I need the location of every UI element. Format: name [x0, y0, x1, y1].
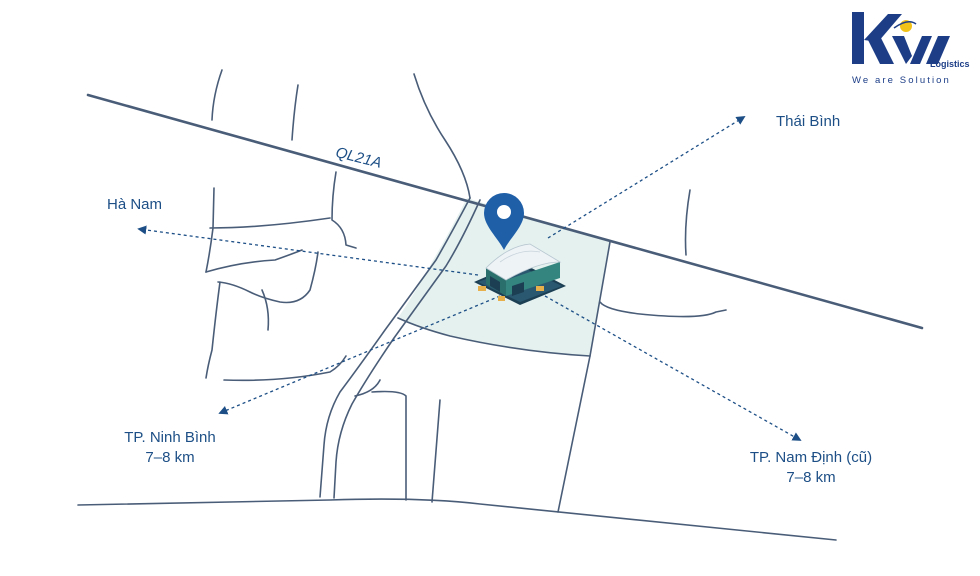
side-road-right — [333, 199, 481, 499]
bottom-road — [77, 498, 837, 541]
nam-dinh-name: TP. Nam Định (cũ) — [749, 449, 873, 466]
west-road-b — [205, 187, 215, 273]
logo-tagline: We are Solution — [852, 75, 951, 86]
ninh-binh-label: TP. Ninh Bình 7–8 km — [108, 428, 232, 468]
arrow-to-thai-binh — [547, 116, 746, 239]
west-road-d — [205, 249, 303, 273]
west-road-e — [217, 251, 319, 304]
side-road-left — [319, 197, 471, 498]
west-road-f — [205, 281, 221, 379]
north-road-curve — [413, 73, 471, 199]
warehouse-icon — [474, 243, 566, 305]
ninh-binh-distance: 7–8 km — [145, 449, 195, 466]
north-road-2 — [291, 84, 299, 141]
nam-dinh-label: TP. Nam Định (cũ) 7–8 km — [730, 448, 892, 488]
ha-nam-label: Hà Nam — [107, 196, 163, 213]
site-inner-curve — [397, 317, 591, 357]
logo-subtitle: Logistics — [930, 59, 970, 69]
location-pin-icon[interactable] — [484, 193, 524, 250]
company-logo — [852, 12, 950, 64]
arrow-to-ha-nam — [137, 225, 479, 276]
arrow-to-nam-dinh — [544, 295, 802, 441]
south-road-2 — [431, 399, 441, 503]
west-road-g — [261, 289, 270, 331]
ninh-binh-name: TP. Ninh Bình — [124, 429, 216, 446]
west-road-a — [331, 171, 357, 249]
south-road-3 — [354, 379, 381, 397]
south-road-1 — [371, 390, 407, 501]
north-road-1 — [211, 69, 223, 121]
nam-dinh-distance: 7–8 km — [786, 469, 836, 486]
arrow-to-ninh-binh — [218, 295, 501, 415]
thai-binh-label: Thái Bình — [776, 113, 841, 130]
west-road-c — [209, 217, 331, 229]
east-road-stub — [684, 189, 691, 256]
west-road-h — [223, 355, 347, 382]
east-road — [599, 301, 727, 318]
